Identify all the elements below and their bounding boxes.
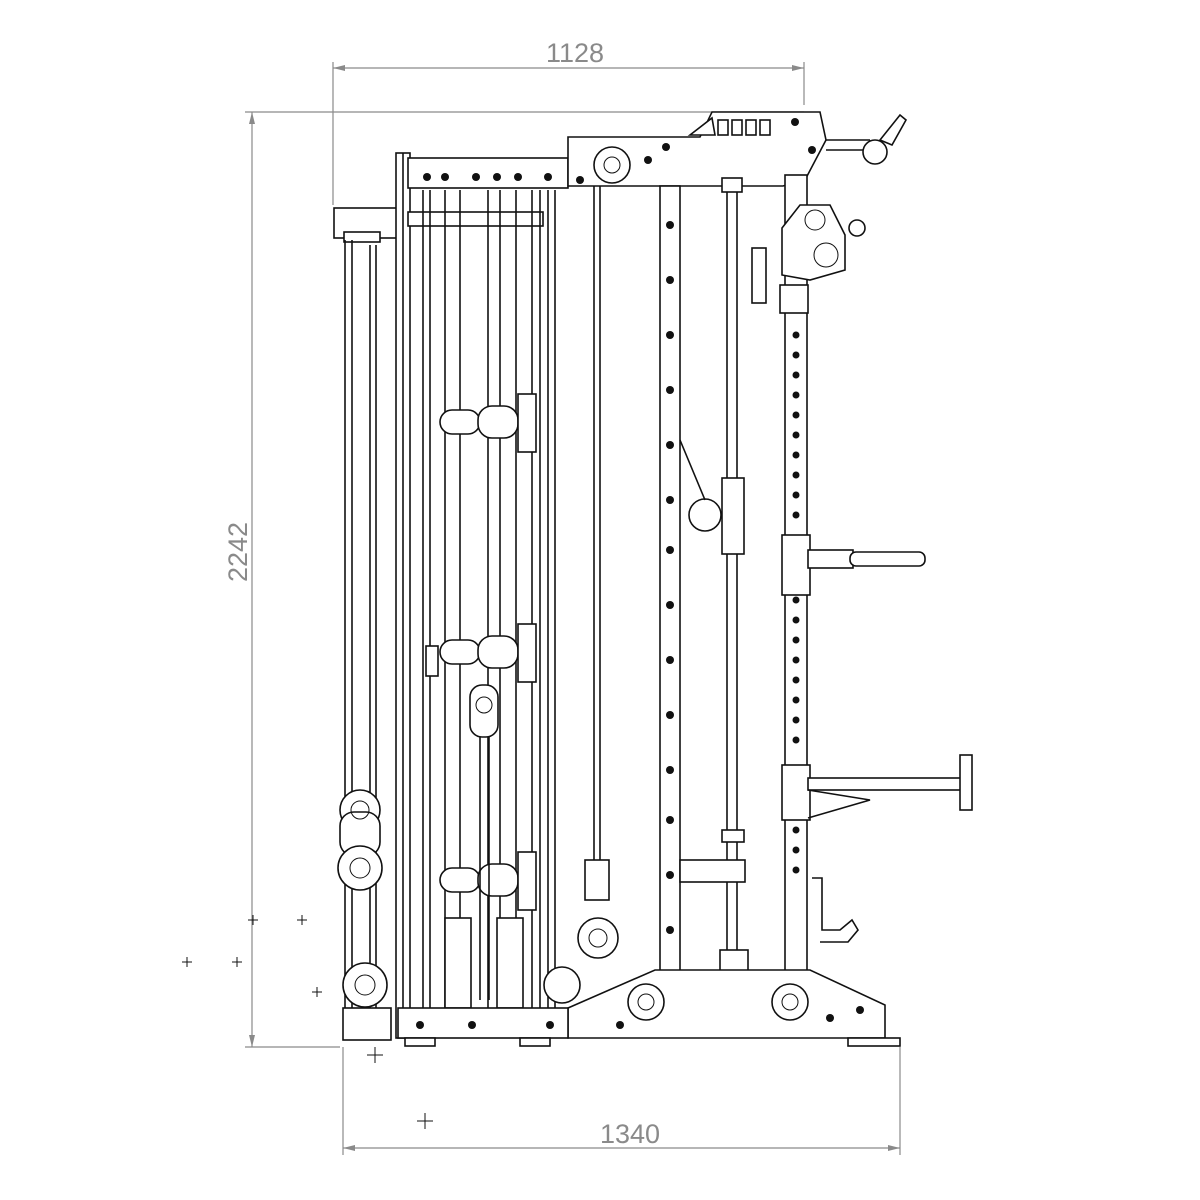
dimension-bottom-width: 1340 — [342, 1047, 901, 1155]
top-plate — [567, 111, 908, 187]
dimension-bottom-width-label: 1340 — [600, 1119, 660, 1149]
j-hook — [781, 534, 926, 596]
rollers-middle — [425, 623, 537, 683]
dimension-top-width: 1128 — [332, 38, 805, 205]
dimension-top-width-label: 1128 — [546, 38, 604, 68]
left-upright — [395, 152, 569, 1039]
center-frame — [659, 177, 749, 981]
cable-handle — [543, 160, 619, 1004]
rollers-top — [439, 393, 537, 453]
selector-pulley — [444, 684, 524, 1009]
rear-column — [333, 207, 401, 1041]
handle-crank — [812, 877, 859, 943]
safety-arm — [781, 754, 973, 821]
dimension-height: 2242 — [223, 111, 804, 1048]
rollers-bottom — [439, 851, 537, 911]
reference-marks — [182, 915, 433, 1129]
base-frame — [397, 969, 901, 1047]
dimension-height-label: 2242 — [223, 522, 253, 582]
